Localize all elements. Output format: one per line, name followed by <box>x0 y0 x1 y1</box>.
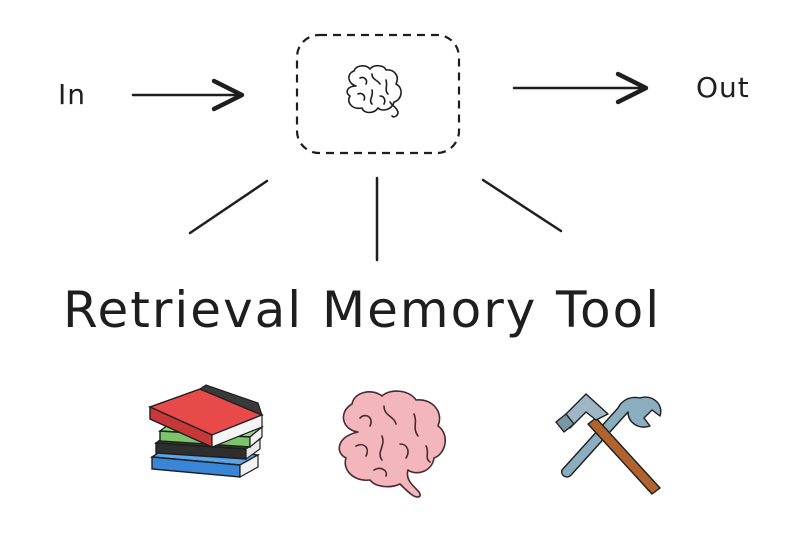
connector-retrieval <box>188 179 269 235</box>
branch-label-retrieval: Retrieval <box>63 281 303 339</box>
input-label: In <box>58 78 86 111</box>
connector-tool <box>481 178 563 233</box>
brain-icon <box>338 390 446 498</box>
output-label: Out <box>696 71 750 104</box>
branch-label-memory: Memory <box>322 281 537 339</box>
brain-outline-icon <box>346 64 402 118</box>
llm-core-box <box>295 33 461 155</box>
hammer-and-wrench-icon <box>555 393 662 495</box>
books-icon <box>148 384 264 479</box>
branch-label-tool: Tool <box>555 281 661 339</box>
